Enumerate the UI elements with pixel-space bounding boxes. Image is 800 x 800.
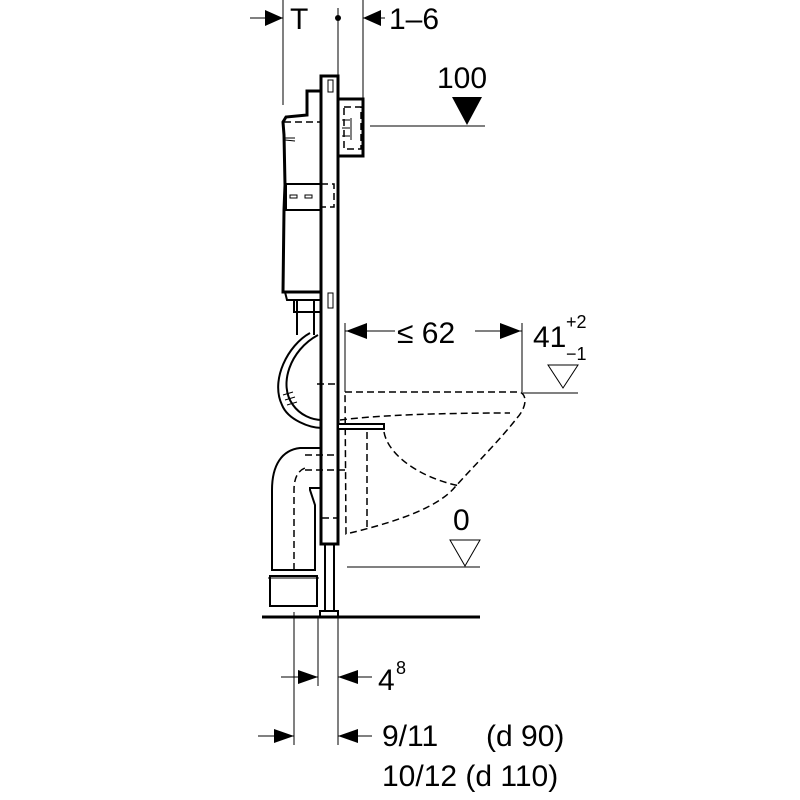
flush-height-marker: 100 xyxy=(370,62,487,127)
projection-dimension: ≤ 62 xyxy=(344,317,523,392)
label-seat-height: 41 xyxy=(533,321,566,354)
seat-height-marker: 41 +2 −1 xyxy=(522,312,587,394)
label-floor-level: 0 xyxy=(453,504,470,537)
label-projection: ≤ 62 xyxy=(397,317,455,350)
label-flush-height: 100 xyxy=(437,62,487,95)
label-offset: 4 xyxy=(378,664,395,697)
flush-plate-box xyxy=(336,97,365,158)
label-drain-dia-1: (d 90) xyxy=(486,720,564,753)
flush-pipe xyxy=(277,300,323,429)
label-offset-sup: 8 xyxy=(396,658,406,678)
label-depth-T: T xyxy=(290,3,308,36)
label-drain-offset-2: 10/12 (d 110) xyxy=(382,760,558,793)
drain-bend xyxy=(268,447,345,607)
depth-dimension: T 1–6 xyxy=(250,0,439,105)
label-depth-range: 1–6 xyxy=(389,3,439,36)
floor-level-marker: 0 xyxy=(347,504,481,568)
installation-frame xyxy=(317,74,340,618)
label-seat-tol-minus: −1 xyxy=(566,344,587,364)
cistern xyxy=(281,89,335,313)
label-seat-tol-plus: +2 xyxy=(566,312,587,332)
drain-offset-dimensions: 4 8 9/11 (d 90) 10/12 (d 110) xyxy=(258,612,564,793)
label-drain-offset-1: 9/11 xyxy=(382,720,438,753)
wc-pan-outline xyxy=(337,391,526,535)
